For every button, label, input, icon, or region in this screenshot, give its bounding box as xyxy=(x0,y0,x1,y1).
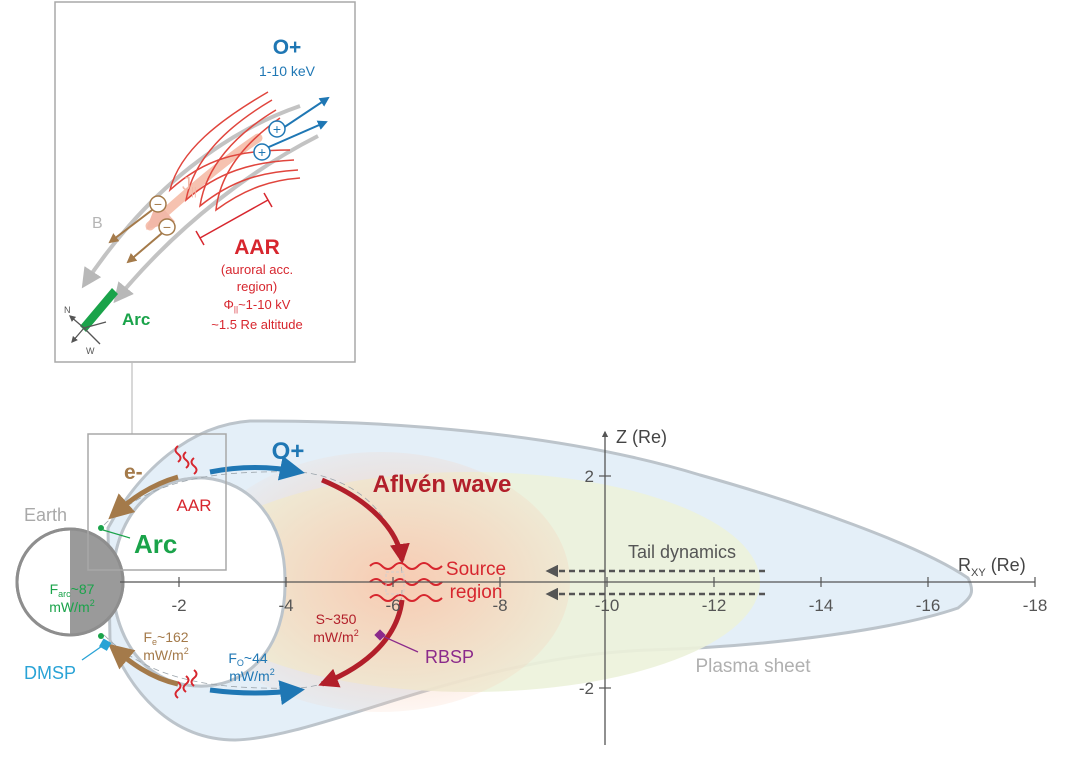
x-tick-label: -6 xyxy=(385,596,400,615)
x-tick-label: -16 xyxy=(916,596,941,615)
z-axis-ticks: 2 -2 xyxy=(579,467,611,698)
electron-arrow-lower xyxy=(108,643,179,687)
inset-minus-icon-1: − xyxy=(149,195,167,213)
inset-minus-icon-2: − xyxy=(158,218,176,236)
arc-label: Arc xyxy=(134,529,177,559)
f-arc-unit: mW/m2 xyxy=(49,598,94,615)
inset-current-label: J|| xyxy=(182,174,197,198)
alfven-label: Aflvén wave xyxy=(373,471,512,498)
inset-ion-energy: 1-10 keV xyxy=(259,63,316,79)
earth-icon xyxy=(15,527,125,637)
rbsp-label: RBSP xyxy=(425,647,474,667)
s-unit: mW/m2 xyxy=(313,628,358,645)
inset-ion-arrows xyxy=(261,96,330,151)
inset-arc-shape xyxy=(80,288,118,332)
ion-arrow-lower xyxy=(209,680,305,706)
x-tick-label: -14 xyxy=(809,596,834,615)
tail-label: Tail dynamics xyxy=(628,542,736,562)
source-label-2: region xyxy=(450,582,503,603)
f-o-label: FO~44 xyxy=(228,650,268,668)
rbsp-icon xyxy=(374,629,419,653)
inset-compass-w: W xyxy=(86,346,95,356)
inset-plus-symbol-2: + xyxy=(258,144,266,160)
plasma-sheet-label: Plasma sheet xyxy=(695,656,811,677)
inset-aar-potential: Φ||~1-10 kV xyxy=(224,297,291,314)
inset-arc-label: Arc xyxy=(122,310,150,329)
x-tick-label: -4 xyxy=(278,596,293,615)
axes: -2 -4 -6 -8 -10 -12 -14 -16 -18 2 -2 Z (Re) RXY (… xyxy=(120,427,1047,745)
s-label: S~350 xyxy=(316,611,357,627)
zoom-box xyxy=(87,433,227,571)
inset-aar-bracket xyxy=(195,192,273,246)
arc-pointer xyxy=(102,529,131,539)
tail-dynamics-arrows xyxy=(545,564,765,601)
earth-label: Earth xyxy=(24,505,67,525)
inset-plus-symbol-1: + xyxy=(273,121,281,137)
source-label-1: Source xyxy=(446,559,506,580)
alfven-arrow-upper xyxy=(321,477,410,564)
inset-minus-symbol-2: − xyxy=(163,219,171,235)
ion-arrow-upper xyxy=(209,455,305,481)
inset-compass-n: N xyxy=(64,305,71,315)
x-tick-label: -12 xyxy=(702,596,727,615)
inset-minus-symbol-1: − xyxy=(154,196,162,212)
alfven-arrow-lower xyxy=(318,599,405,688)
inset-plus-icon-1: + xyxy=(268,120,286,138)
aar-squiggle-upper xyxy=(174,445,198,475)
inset-aar-title: AAR xyxy=(234,236,280,259)
inset-ion-label: O+ xyxy=(273,36,302,59)
inset-potential-lines xyxy=(168,91,301,212)
z-axis-label: Z (Re) xyxy=(616,427,667,447)
field-line-upper xyxy=(103,471,403,576)
f-arc-label: Farc~87 xyxy=(50,581,95,599)
z-tick-label: 2 xyxy=(585,467,594,486)
x-axis-label: RXY (Re) xyxy=(958,555,1026,579)
ion-label: O+ xyxy=(272,438,305,465)
inset-panel: + + − − N W O+ 1-10 keV xyxy=(54,1,356,363)
inset-compass-icon xyxy=(69,315,107,345)
electron-arrow-upper xyxy=(108,474,179,520)
aar-squiggle-lower xyxy=(174,669,198,699)
x-tick-label: -2 xyxy=(171,596,186,615)
dmsp-icon xyxy=(81,638,112,661)
inset-aar-altitude: ~1.5 Re altitude xyxy=(211,317,302,332)
inset-aar-desc-1: (auroral acc. xyxy=(221,262,293,277)
inset-aar-desc-2: region) xyxy=(237,279,277,294)
aar-label: AAR xyxy=(177,496,212,515)
electron-label: e- xyxy=(124,461,143,484)
f-o-unit: mW/m2 xyxy=(229,667,274,684)
x-tick-label: -10 xyxy=(595,596,620,615)
arc-footpoint-north xyxy=(98,525,104,531)
x-tick-label: -8 xyxy=(492,596,507,615)
x-tick-label: -18 xyxy=(1023,596,1048,615)
inset-plus-icon-2: + xyxy=(253,143,271,161)
inset-field-label: B xyxy=(92,215,103,232)
arc-footpoint-south xyxy=(98,633,104,639)
dmsp-label: DMSP xyxy=(24,663,76,683)
x-axis-ticks: -2 -4 -6 -8 -10 -12 -14 -16 -18 xyxy=(171,577,1047,615)
z-tick-label: -2 xyxy=(579,679,594,698)
f-e-unit: mW/m2 xyxy=(143,646,188,663)
f-e-label: Fe~162 xyxy=(143,629,188,647)
